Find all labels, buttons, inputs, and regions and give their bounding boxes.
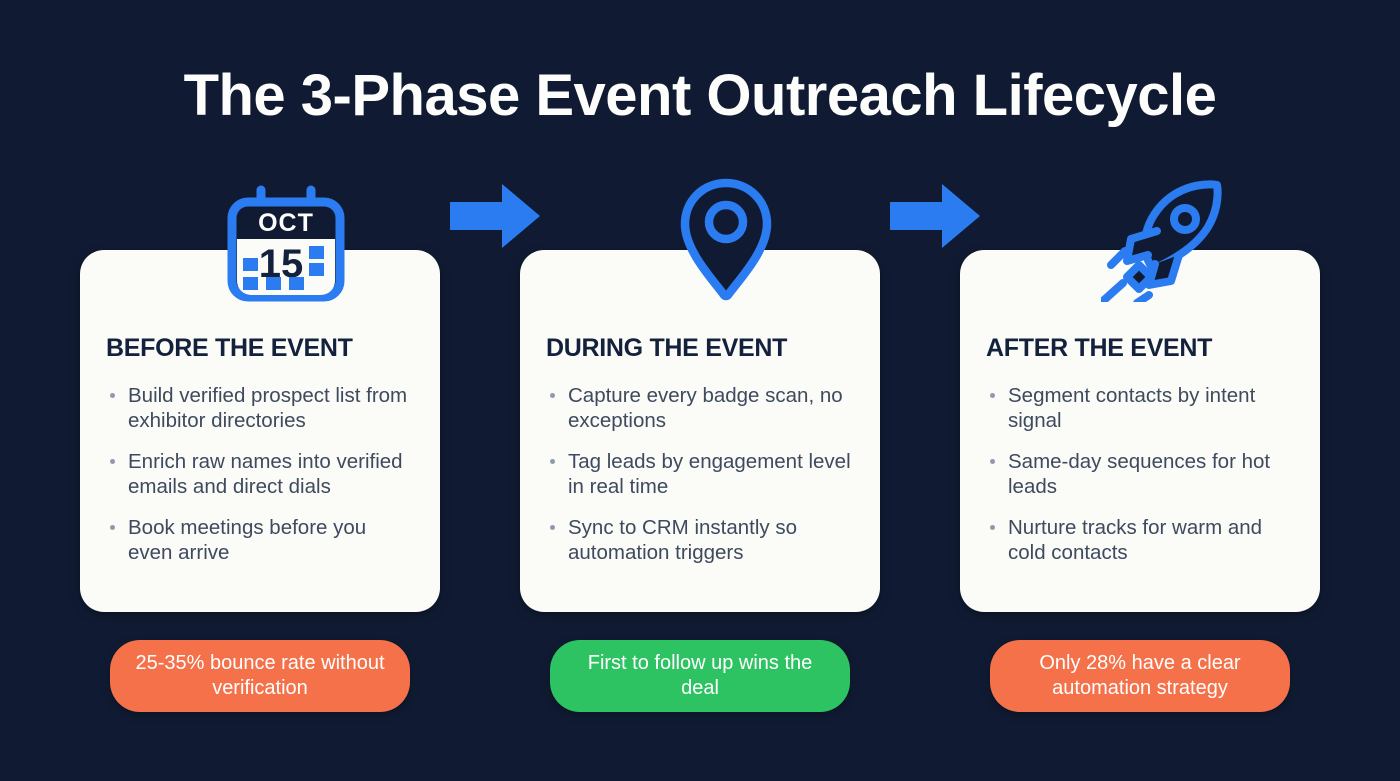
phase-column-after: AFTER THE EVENT Segment contacts by inte… (960, 180, 1320, 712)
arrow-during-to-after (890, 180, 980, 252)
phase-bullets-before: Build verified prospect list from exhibi… (106, 383, 414, 565)
list-item: Tag leads by engagement level in real ti… (546, 449, 854, 499)
phase-bullets-during: Capture every badge scan, no exceptions … (546, 383, 854, 565)
list-item: Capture every badge scan, no exceptions (546, 383, 854, 433)
phase-column-before: OCT 15 BEFORE THE EVENT Build verif (80, 185, 440, 712)
arrow-before-to-during (450, 180, 540, 252)
list-item: Nurture tracks for warm and cold contact… (986, 515, 1294, 565)
status-badge-after: Only 28% have a clear automation strateg… (990, 640, 1290, 712)
phase-card-before: OCT 15 BEFORE THE EVENT Build verif (80, 185, 440, 612)
list-item: Segment contacts by intent signal (986, 383, 1294, 433)
phase-column-during: DURING THE EVENT Capture every badge sca… (520, 178, 880, 712)
phase-bullets-after: Segment contacts by intent signal Same-d… (986, 383, 1294, 565)
status-badge-during: First to follow up wins the deal (550, 640, 850, 712)
phase-title-after: AFTER THE EVENT (986, 334, 1213, 362)
location-pin-icon (546, 178, 906, 302)
list-item: Build verified prospect list from exhibi… (106, 383, 414, 433)
list-item: Same-day sequences for hot leads (986, 449, 1294, 499)
phase-card-during: DURING THE EVENT Capture every badge sca… (520, 178, 880, 612)
list-item: Book meetings before you even arrive (106, 515, 414, 565)
list-item: Sync to CRM instantly so automation trig… (546, 515, 854, 565)
status-badge-before: 25-35% bounce rate without verification (110, 640, 410, 712)
phase-title-before: BEFORE THE EVENT (106, 334, 353, 362)
list-item: Enrich raw names into verified emails an… (106, 449, 414, 499)
svg-text:15: 15 (259, 242, 304, 286)
calendar-icon: OCT 15 (106, 182, 466, 302)
phase-columns: OCT 15 BEFORE THE EVENT Build verif (0, 178, 1400, 712)
phase-title-during: DURING THE EVENT (546, 334, 788, 362)
svg-text:OCT: OCT (258, 209, 314, 237)
rocket-icon (986, 180, 1346, 302)
page-title: The 3-Phase Event Outreach Lifecycle (183, 63, 1217, 128)
phase-card-after: AFTER THE EVENT Segment contacts by inte… (960, 180, 1320, 612)
